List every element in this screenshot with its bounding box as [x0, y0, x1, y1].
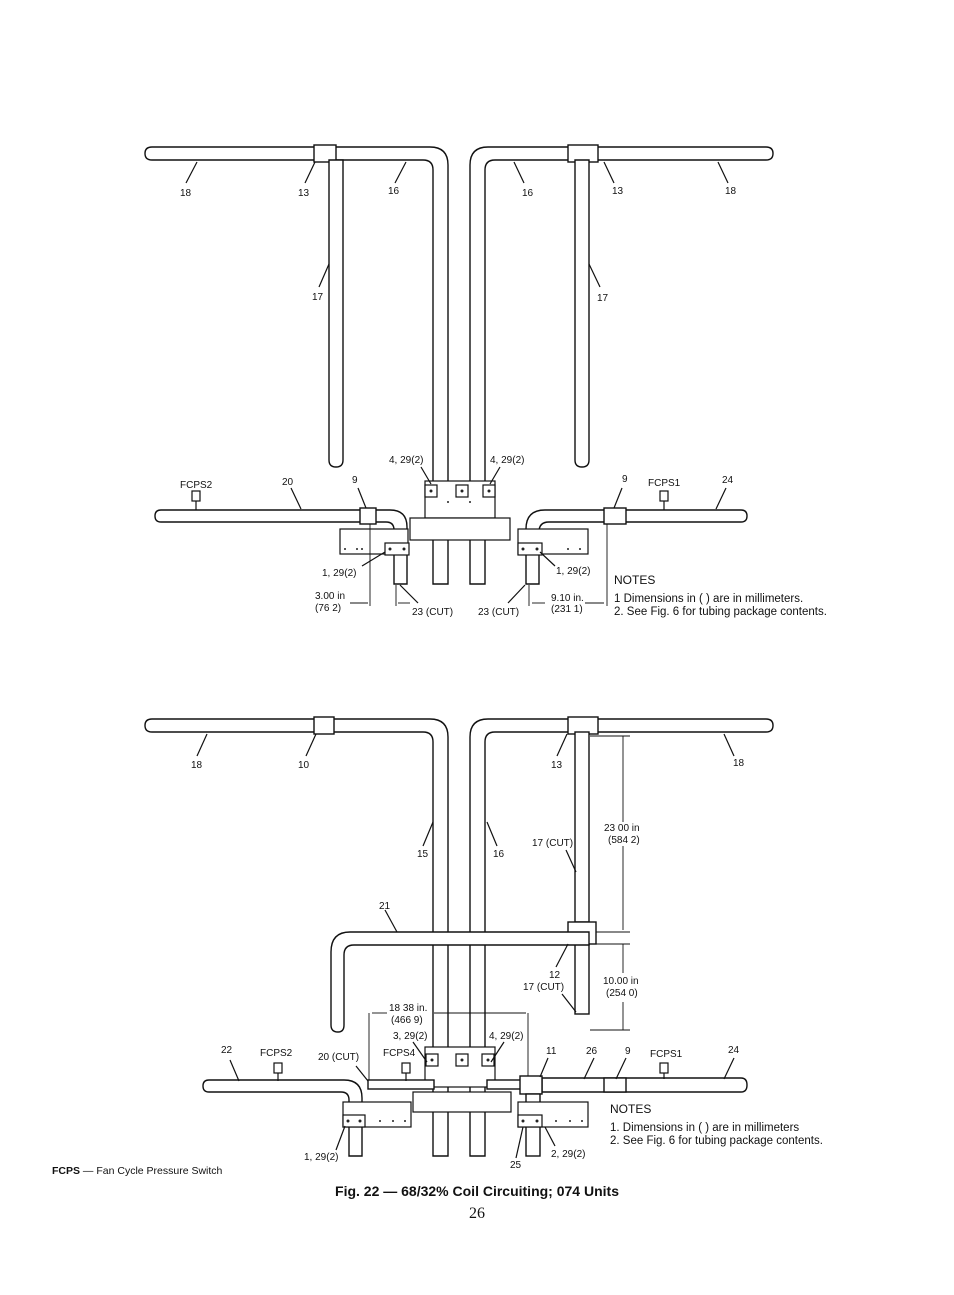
bottom-notes-title: NOTES — [610, 1102, 651, 1116]
bottom-diagram: 18 10 13 18 15 16 17 (CUT) 23 00 in (584… — [144, 716, 823, 1171]
bottom-label-12: 12 — [549, 970, 561, 981]
top-label-9-left: 9 — [352, 475, 358, 486]
bottom-label-1: 1, 29(2) — [304, 1152, 338, 1163]
bottom-label-fcps4: FCPS4 — [383, 1048, 416, 1059]
top-label-1-left: 1, 29(2) — [322, 568, 356, 579]
bottom-label-25: 25 — [510, 1160, 522, 1171]
bottom-label-17-cut-bottom: 17 (CUT) — [523, 982, 564, 993]
bottom-dim-254mm: (254 0) — [606, 988, 638, 999]
bottom-dim-23in: 23 00 in — [604, 823, 640, 834]
top-label-23-left: 23 (CUT) — [412, 607, 453, 618]
bottom-label-11: 11 — [546, 1046, 557, 1057]
top-label-20: 20 — [282, 477, 294, 488]
top-label-4-right: 4, 29(2) — [490, 455, 524, 466]
top-label-18-left: 18 — [180, 188, 192, 199]
bottom-dim-584mm: (584 2) — [608, 835, 640, 846]
top-label-1-right: 1, 29(2) — [556, 566, 590, 577]
bottom-label-16: 16 — [493, 849, 505, 860]
top-label-fcps2: FCPS2 — [180, 480, 213, 491]
top-diagram: 18 13 16 16 13 18 17 17 4, 29(2) 4, 29(2… — [144, 144, 827, 618]
top-label-16-right: 16 — [522, 188, 534, 199]
top-dim-3in: 3.00 in — [315, 591, 345, 602]
top-label-9-right: 9 — [622, 474, 628, 485]
legend-text: — Fan Cycle Pressure Switch — [80, 1165, 223, 1177]
bottom-label-15: 15 — [417, 849, 429, 860]
bottom-label-9: 9 — [625, 1046, 631, 1057]
page-number: 26 — [469, 1205, 485, 1222]
top-dim-231mm: (231 1) — [551, 604, 583, 615]
figure-caption: Fig. 22 — 68/32% Coil Circuiting; 074 Un… — [335, 1183, 619, 1199]
bottom-dim-10in: 10.00 in — [603, 976, 639, 987]
bottom-note-1: 1. Dimensions in ( ) are in millimeters — [610, 1122, 799, 1134]
top-label-16-left: 16 — [388, 186, 400, 197]
bottom-label-fcps2: FCPS2 — [260, 1048, 293, 1059]
bottom-label-26: 26 — [586, 1046, 598, 1057]
top-label-fcps1: FCPS1 — [648, 478, 681, 489]
top-label-13-left: 13 — [298, 188, 310, 199]
bottom-label-fcps1: FCPS1 — [650, 1049, 683, 1060]
top-label-24: 24 — [722, 475, 734, 486]
bottom-label-2: 2, 29(2) — [551, 1149, 585, 1160]
top-label-17-left: 17 — [312, 292, 324, 303]
bottom-note-2: 2. See Fig. 6 for tubing package content… — [610, 1135, 823, 1147]
top-note-1: 1 Dimensions in ( ) are in millimeters. — [614, 593, 803, 605]
top-label-4-left: 4, 29(2) — [389, 455, 423, 466]
bottom-dim-466mm: (466 9) — [391, 1015, 423, 1026]
top-label-13-right: 13 — [612, 186, 624, 197]
top-note-2: 2. See Fig. 6 for tubing package content… — [614, 606, 827, 618]
bottom-label-4: 4, 29(2) — [489, 1031, 523, 1042]
top-dim-9in: 9.10 in. — [551, 593, 584, 604]
bottom-label-24: 24 — [728, 1045, 740, 1056]
legend-abbr: FCPS — [52, 1165, 81, 1177]
bottom-label-10: 10 — [298, 760, 310, 771]
bottom-label-18-left: 18 — [191, 760, 203, 771]
bottom-label-20-cut: 20 (CUT) — [318, 1052, 359, 1063]
bottom-label-3: 3, 29(2) — [393, 1031, 427, 1042]
bottom-label-13: 13 — [551, 760, 563, 771]
top-notes-title: NOTES — [614, 573, 655, 587]
bottom-label-17-cut-top: 17 (CUT) — [532, 838, 573, 849]
bottom-label-22: 22 — [221, 1045, 233, 1056]
bottom-dim-18in: 18 38 in. — [389, 1003, 427, 1014]
abbreviation-legend: FCPS — Fan Cycle Pressure Switch — [52, 1165, 222, 1177]
bottom-label-21: 21 — [379, 901, 391, 912]
bottom-label-18-right: 18 — [733, 758, 745, 769]
top-label-23-right: 23 (CUT) — [478, 607, 519, 618]
top-label-17-right: 17 — [597, 293, 609, 304]
top-dim-76mm: (76 2) — [315, 603, 341, 614]
top-label-18-right: 18 — [725, 186, 737, 197]
